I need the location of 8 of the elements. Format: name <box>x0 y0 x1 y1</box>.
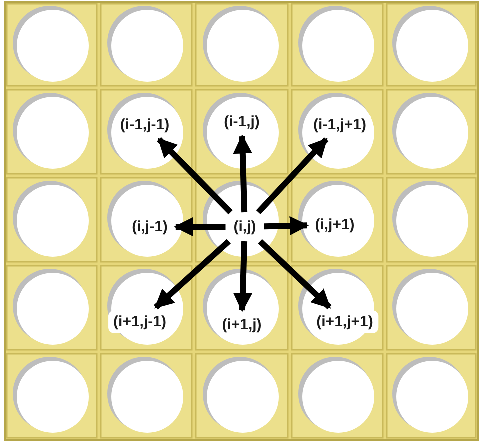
arrow <box>174 217 226 237</box>
arrow <box>157 137 233 215</box>
arrow <box>264 216 310 236</box>
arrow <box>256 137 329 215</box>
arrow <box>154 239 231 310</box>
arrow <box>233 241 253 312</box>
arrow <box>258 239 332 310</box>
arrow <box>233 134 252 213</box>
